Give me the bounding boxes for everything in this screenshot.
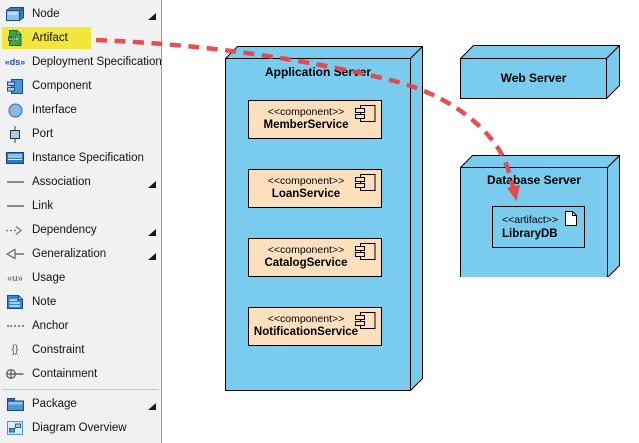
palette-item-label: Anchor — [32, 320, 69, 332]
palette-item-instance-specification[interactable]: Instance Specification — [0, 146, 161, 170]
palette-item-label: Instance Specification — [32, 152, 144, 164]
shape-palette: Node «a» Artifact «ds» Deployment Specif… — [0, 0, 162, 443]
component-name: CatalogService — [264, 257, 348, 269]
note-icon — [5, 293, 25, 311]
palette-item-deployment-specification[interactable]: «ds» Deployment Specification — [0, 50, 162, 74]
instance-specification-icon — [5, 149, 25, 167]
link-icon — [5, 197, 25, 215]
generalization-icon — [5, 245, 25, 263]
uml-component-icon — [355, 105, 376, 122]
node-application-server[interactable]: Application Server <<component>> MemberS… — [225, 46, 423, 391]
artifact-icon: «a» — [5, 29, 25, 47]
palette-item-link[interactable]: Link — [0, 194, 161, 218]
submenu-arrow-icon[interactable] — [148, 253, 156, 260]
submenu-arrow-icon[interactable] — [148, 403, 156, 410]
palette-item-association[interactable]: Association — [0, 170, 161, 194]
palette-item-label: Interface — [32, 104, 77, 116]
palette-item-node[interactable]: Node — [0, 2, 161, 26]
component-stereotype: <<component>> — [267, 244, 345, 256]
palette-item-constraint[interactable]: {} Constraint — [0, 338, 161, 362]
palette-item-port[interactable]: Port — [0, 122, 161, 146]
palette-item-label: Note — [32, 296, 57, 308]
component-stereotype: <<component>> — [267, 106, 345, 118]
node-icon — [5, 5, 25, 23]
palette-item-label: Generalization — [32, 248, 107, 260]
port-icon — [5, 125, 25, 143]
component-name: LoanService — [271, 188, 341, 200]
component-memberservice[interactable]: <<component>> MemberService — [248, 100, 382, 139]
artifact-librarydb[interactable]: <<artifact>> LibraryDB — [492, 206, 585, 248]
component-stereotype: <<component>> — [267, 175, 345, 187]
palette-item-label: Package — [32, 398, 77, 410]
node-web-server[interactable]: Web Server — [460, 45, 620, 99]
palette-item-containment[interactable]: Containment — [0, 362, 161, 386]
uml-component-icon — [355, 243, 376, 260]
node-title: Web Server — [500, 71, 567, 85]
component-notificationservice[interactable]: <<component>> NotificationService — [248, 307, 382, 346]
palette-item-label: Port — [32, 128, 54, 140]
uml-component-icon — [355, 312, 376, 329]
interface-icon — [5, 101, 25, 119]
containment-icon — [5, 365, 25, 383]
palette-item-label: Deployment Specification — [32, 56, 162, 68]
palette-item-label: Containment — [32, 368, 98, 380]
node-title: Application Server — [264, 65, 372, 79]
package-icon — [5, 395, 25, 413]
palette-item-generalization[interactable]: Generalization — [0, 242, 161, 266]
uml-component-icon — [355, 174, 376, 191]
submenu-arrow-icon[interactable] — [148, 181, 156, 188]
palette-item-note[interactable]: Note — [0, 290, 161, 314]
component-name: MemberService — [263, 119, 349, 131]
palette-item-label: Node — [32, 8, 60, 20]
deployment-specification-icon: «ds» — [4, 57, 26, 67]
palette-item-interface[interactable]: Interface — [0, 98, 161, 122]
node-database-server[interactable]: Database Server <<artifact>> LibraryDB — [460, 155, 620, 277]
component-stereotype: <<component>> — [267, 313, 345, 325]
dependency-icon — [5, 221, 25, 239]
palette-item-artifact[interactable]: «a» Artifact — [0, 26, 161, 50]
svg-text:«a»: «a» — [9, 36, 18, 42]
palette-item-anchor[interactable]: Anchor — [0, 314, 161, 338]
palette-item-label: Component — [32, 80, 92, 92]
component-loanservice[interactable]: <<component>> LoanService — [248, 169, 382, 208]
component-name: NotificationService — [253, 326, 359, 338]
palette-item-label: Association — [32, 176, 91, 188]
node-title: Database Server — [486, 173, 582, 187]
palette-item-usage[interactable]: «u» Usage — [0, 266, 161, 290]
palette-item-label: Link — [32, 200, 54, 212]
artifact-stereotype: <<artifact>> — [502, 214, 559, 226]
artifact-name: LibraryDB — [502, 228, 558, 240]
anchor-icon — [5, 317, 25, 335]
palette-item-diagram-overview[interactable]: Diagram Overview — [0, 416, 161, 440]
palette-item-label: Dependency — [32, 224, 97, 236]
palette-item-label: Usage — [32, 272, 66, 284]
palette-item-label: Constraint — [32, 344, 85, 356]
palette-separator — [0, 386, 161, 392]
artifact-document-icon — [565, 211, 577, 226]
component-catalogservice[interactable]: <<component>> CatalogService — [248, 238, 382, 277]
component-icon — [5, 77, 25, 95]
diagram-overview-icon — [5, 419, 25, 437]
submenu-arrow-icon[interactable] — [148, 229, 156, 236]
constraint-icon: {} — [11, 344, 19, 355]
usage-icon: «u» — [7, 273, 23, 283]
palette-item-package[interactable]: Package — [0, 392, 161, 416]
palette-item-dependency[interactable]: Dependency — [0, 218, 161, 242]
association-icon — [5, 173, 25, 191]
palette-item-component[interactable]: Component — [0, 74, 161, 98]
submenu-arrow-icon[interactable] — [148, 13, 156, 20]
selection-highlight — [2, 27, 91, 49]
palette-item-label: Diagram Overview — [32, 422, 127, 434]
palette-item-label: Artifact — [32, 32, 68, 44]
